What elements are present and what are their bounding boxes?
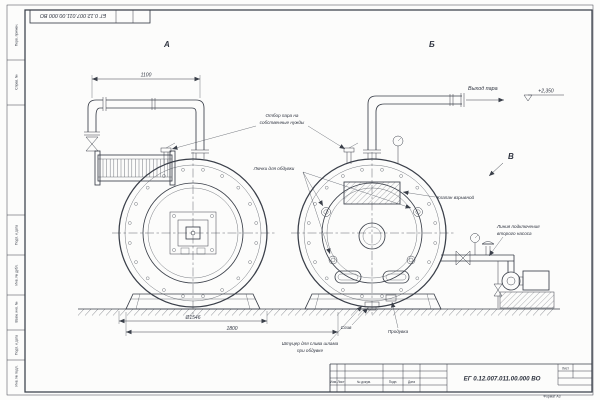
pump-line-label2: второго насоса [497, 231, 532, 236]
margin-label-podp1: Подп. и дата [15, 225, 19, 245]
blowdown-fitting [385, 294, 397, 302]
dim-1800: 1800 [125, 312, 339, 336]
drain-label: Слив [341, 325, 352, 330]
dim-diameter: Ø1546 [118, 311, 268, 324]
drain-fitting [364, 301, 380, 311]
blowdown-label: Продувка [388, 329, 409, 334]
view-labels: А Б В [163, 40, 514, 177]
annotation-drain: Слив [341, 307, 369, 330]
explosion-valve-label: Клапан взрывной [437, 194, 475, 200]
vessel-front-view-b [291, 135, 455, 316]
steam-outlet-label: Выход пара [468, 86, 498, 92]
ground-hatch [77, 308, 554, 316]
top-doc-number: ЕГ 0.12.007.011.00.000 ВО [39, 12, 106, 18]
sheet-frame [6, 4, 594, 396]
support-base-right [304, 293, 442, 310]
dimensions: 1100 Ø1546 1800 [91, 73, 339, 336]
stamp-doc-number: ЕГ 0.12.007.011.00.000 ВО [464, 376, 541, 383]
manhole [358, 222, 386, 250]
title-block: Изм. Лист № докум. Подп. Дата ЕГ 0.12.00… [329, 363, 592, 399]
margin-label-invdubl: Инв. № дубл. [15, 264, 19, 285]
dim-diameter-value: Ø1546 [184, 315, 200, 321]
dim-1100: 1100 [91, 73, 201, 98]
annotation-sludge: Штуцер для слива шлама при обдувке [282, 305, 363, 353]
dim-1800-value: 1800 [226, 326, 237, 332]
bolt-circle-left [128, 168, 258, 298]
margin-label-podp2: Подп. и дата [15, 335, 19, 355]
annotation-blowdown: Продувка [388, 301, 409, 334]
stamp-header-doc: № докум. [357, 380, 371, 384]
safety-valve-left [160, 142, 176, 164]
dim-1100-value: 1100 [141, 73, 152, 79]
format-label: Формат А3 [543, 395, 560, 399]
own-needs-line1: Отбор пара на [266, 113, 299, 118]
support-base-left [125, 293, 261, 310]
view-label-b: Б [429, 40, 435, 49]
explosion-valve-opening [343, 181, 401, 205]
pump-unit [499, 270, 555, 309]
stamp-header-list: Лист [338, 380, 345, 384]
annotation-own-needs: Отбор пара на собственные нужды [171, 113, 346, 150]
margin-label-perv: Перв. примен. [15, 24, 19, 47]
top-corner-stamp: ЕГ 0.12.007.011.00.000 ВО [29, 9, 151, 24]
margin-label-invpodl: Инв. № подл. [15, 365, 19, 386]
stamp-header-izm: Изм. [330, 380, 337, 384]
stamp-header-sign: Подп. [389, 380, 398, 384]
safety-valve-right [343, 142, 359, 164]
elevation-mark: +2,350 [523, 89, 564, 102]
handwheel-valve [481, 241, 495, 255]
pressure-gauge-top [392, 135, 404, 164]
annotation-hatches: Лючки для обдувки [253, 166, 412, 255]
margin-column: Перв. примен. Справ. № Подп. и дата Инв.… [15, 24, 19, 387]
pump-piping [441, 233, 555, 309]
view-v-arrow [488, 162, 504, 177]
sludge-label1: Штуцер для слива шлама [282, 341, 339, 346]
annotations: Отбор пара на собственные нужды Лючки дл… [171, 113, 540, 353]
handholes [334, 270, 410, 284]
finned-block [94, 150, 176, 186]
ground-line [77, 308, 560, 316]
annotation-pump-line: Линия подключения второго насоса [488, 224, 540, 257]
steam-pipe-left [84, 97, 209, 159]
own-needs-line2: собственные нужды [260, 120, 305, 125]
margin-label-sprav: Справ. № [15, 74, 19, 90]
blowoff-hatches [321, 207, 423, 265]
hatches-label: Лючки для обдувки [253, 166, 295, 171]
view-label-a: А [163, 40, 170, 49]
vessel-front-view-a [94, 142, 276, 316]
annotation-explosion-valve: Клапан взрывной [402, 190, 475, 200]
view-label-v: В [508, 152, 514, 161]
margin-label-vzam: Взам. инв. № [15, 301, 19, 322]
steam-pipe-right: Выход пара +2,350 [363, 86, 564, 159]
sludge-label2: при обдувке [297, 348, 323, 353]
furnace-door [169, 211, 217, 255]
elevation-value: +2,350 [538, 89, 554, 95]
stamp-sheet-label: Лист [562, 366, 569, 370]
pump-line-label1: Линия подключения [496, 224, 540, 229]
stamp-header-date: Дата [408, 380, 415, 384]
pressure-gauge-line [470, 233, 480, 255]
